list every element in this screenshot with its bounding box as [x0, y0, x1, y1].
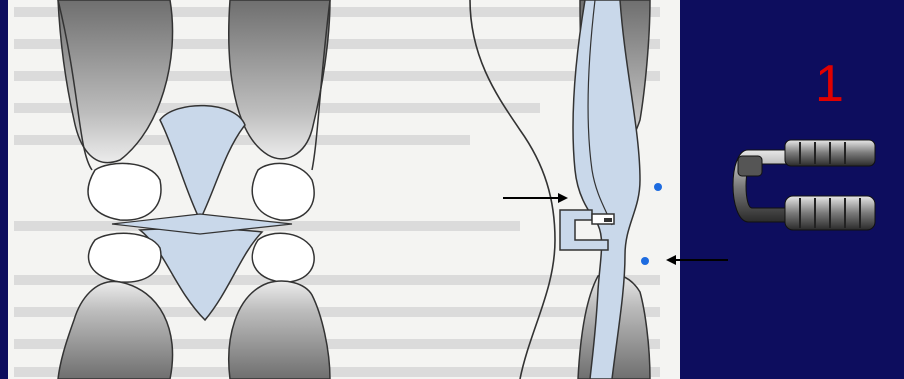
metal-device-image: [733, 140, 875, 230]
marker-dot-lower: [641, 257, 649, 265]
figure-number-label: 1: [815, 58, 844, 110]
marker-dot-upper: [654, 183, 662, 191]
